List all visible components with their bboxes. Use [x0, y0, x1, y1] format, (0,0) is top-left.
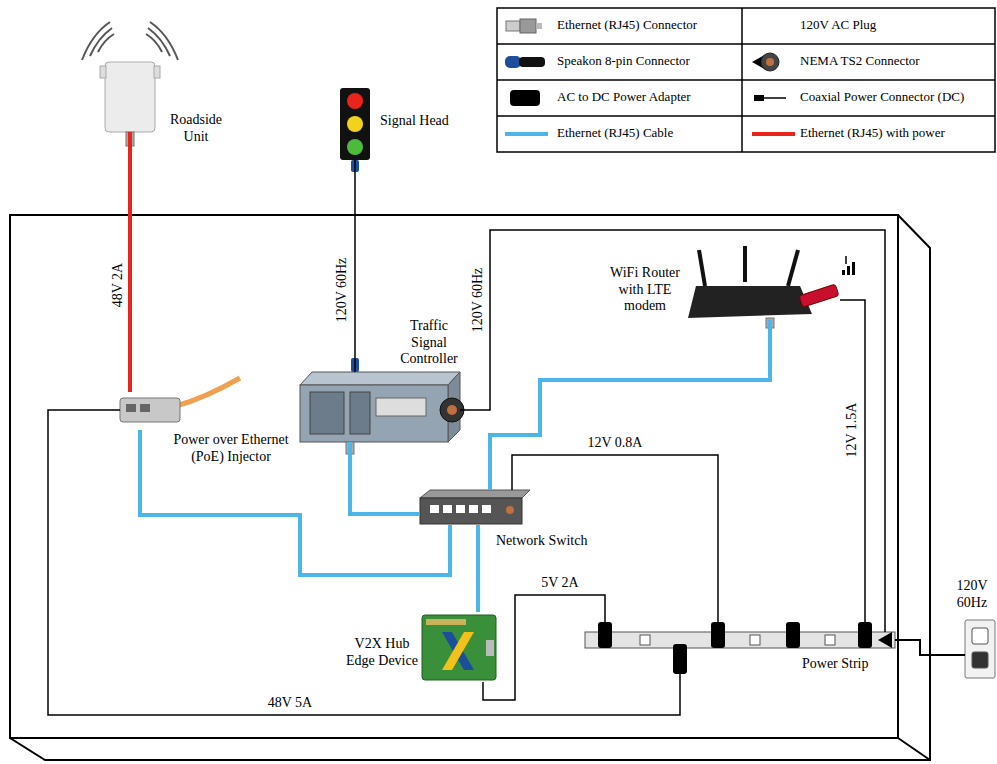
legend-item: Ethernet (RJ45) Cable [497, 116, 742, 152]
legend-text: NEMA TS2 Connector [800, 54, 992, 69]
ethernet-cable [476, 525, 480, 612]
legend-text: AC to DC Power Adapter [557, 90, 739, 105]
poe-injector-icon [120, 378, 240, 422]
legend-item: NEMA TS2 Connector [742, 44, 995, 80]
power-rating: 12V 0.8A [586, 435, 645, 450]
legend-text: Ethernet (RJ45) Cable [557, 126, 739, 141]
legend-text: Coaxial Power Connector (DC) [800, 90, 992, 105]
v2x-hub: V2X Hub Edge Device [422, 612, 496, 682]
wifi-router: WiFi Router with LTE modem [690, 248, 840, 320]
ethernet-cable [140, 430, 450, 575]
signal-head-icon [340, 88, 370, 372]
device-label: Roadside Unit [160, 112, 232, 145]
legend-item: Ethernet (RJ45) Connector [497, 8, 742, 44]
poe-cable [128, 132, 132, 392]
roadside-unit-icon [82, 22, 178, 146]
ethernet-cable [350, 442, 420, 514]
traffic-signal-controller: Traffic Signal Controller [300, 372, 460, 442]
legend-item: 120V AC Plug [742, 8, 995, 44]
legend-item: AC to DC Power Adapter [497, 80, 742, 116]
device-label: WiFi Router with LTE modem [600, 265, 690, 315]
legend-icons [505, 19, 795, 134]
power-wire [840, 300, 865, 632]
power-wire [895, 640, 965, 655]
poe-injector: Power over Ethernet (PoE) Injector [120, 392, 180, 430]
ethernet-cable [490, 320, 770, 490]
wall-outlet-icon [965, 620, 995, 678]
network-switch-icon [420, 490, 530, 524]
power-rating: 120V 60Hz [470, 266, 485, 335]
power-rating: 120V 60Hz [334, 256, 349, 325]
power-strip: Power Strip [585, 632, 895, 648]
wall-outlet: 120V 60Hz [965, 620, 995, 678]
device-label: V2X Hub Edge Device [344, 636, 420, 669]
legend-text: Speakon 8-pin Connector [557, 54, 739, 69]
cabinet [10, 215, 930, 760]
device-label: Power Strip [802, 656, 892, 673]
power-rating: 12V 1.5A [844, 401, 859, 460]
legend-text: Ethernet (RJ45) with power [800, 126, 992, 141]
power-wire [354, 160, 356, 372]
router-icon [688, 246, 855, 328]
legend-table [497, 8, 995, 152]
signal-head: Signal Head [340, 88, 370, 160]
power-strip-icon [585, 622, 895, 674]
device-label: Power over Ethernet (PoE) Injector [156, 432, 306, 465]
legend-text: Ethernet (RJ45) Connector [557, 18, 739, 33]
legend-item: Speakon 8-pin Connector [497, 44, 742, 80]
power-rating: 48V 2A [110, 261, 125, 309]
device-label: Signal Head [380, 113, 480, 130]
v2x-hub-icon [422, 615, 496, 680]
device-label: Network Switch [496, 533, 616, 550]
power-rating: 5V 2A [539, 575, 580, 590]
legend-item: Ethernet (RJ45) with power [742, 116, 995, 152]
legend-text: 120V AC Plug [800, 18, 992, 33]
power-rating: 48V 5A [266, 695, 314, 710]
device-label: 120V 60Hz [948, 578, 996, 611]
power-wire [48, 410, 680, 715]
legend-item: Coaxial Power Connector (DC) [742, 80, 995, 116]
roadside-unit: Roadside Unit [105, 62, 155, 132]
device-label: Traffic Signal Controller [392, 318, 466, 368]
traffic-signal-controller-icon [300, 372, 464, 454]
network-switch: Network Switch [420, 490, 530, 525]
power-wire [483, 595, 605, 700]
power-wire [460, 230, 885, 632]
